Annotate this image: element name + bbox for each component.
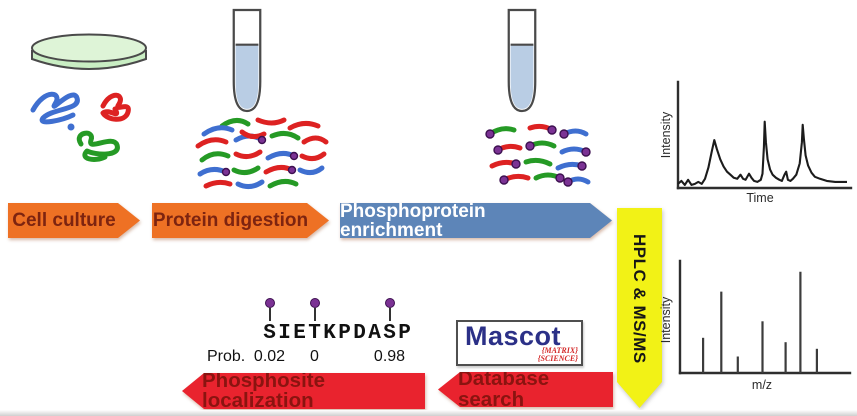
residue-cell: 0.98 S — [374, 298, 405, 368]
phospho-site-marker-icon — [264, 298, 275, 322]
residue-letter: I — [278, 322, 291, 345]
phospho-site-marker-icon — [309, 298, 320, 322]
step-label: Cell culture — [12, 210, 116, 231]
mascot-logo: Mascot {MATRIX} {SCIENCE} — [456, 320, 583, 366]
residue-cell: A — [367, 298, 382, 368]
step-label: Database search — [458, 367, 550, 411]
step-arrow-cell-culture: Cell culture — [8, 203, 140, 238]
site-probability: 0 — [310, 348, 319, 365]
residue-cell: E — [292, 298, 307, 368]
residue-letter: S — [263, 322, 276, 345]
step-label: Phosphosite localization — [202, 368, 326, 412]
residue-cell: D — [352, 298, 367, 368]
residue-cell: P — [397, 298, 412, 368]
chromatogram-trace — [677, 120, 847, 186]
site-probability: 0.02 — [253, 348, 286, 365]
residue-letter: P — [398, 322, 411, 345]
x-axis-label: m/z — [752, 378, 772, 392]
residue-letter: D — [353, 322, 366, 345]
phosphopeptides-icon — [485, 123, 591, 187]
step-arrow-phosphoprotein-enrichment: Phosphoprotein enrichment — [340, 203, 612, 238]
residue-letter: S — [383, 322, 396, 345]
mascot-logo-name: Mascot — [465, 321, 562, 351]
test-tube-icon — [507, 8, 537, 113]
page-edge — [0, 410, 857, 416]
matrix-science-mark: {MATRIX} {SCIENCE} — [537, 346, 578, 363]
petri-dish-icon — [31, 33, 147, 70]
x-axis-label: Time — [746, 191, 773, 205]
chromatogram-chart: Intensity Time — [660, 80, 853, 205]
residue-letter: A — [368, 322, 381, 345]
residue-letter: E — [293, 322, 306, 345]
step-label: Protein digestion — [152, 210, 309, 231]
step-arrow-protein-digestion: Protein digestion — [152, 203, 329, 238]
residue-letter: P — [338, 322, 351, 345]
residue-letter: T — [308, 322, 321, 345]
residue-letter: K — [323, 322, 336, 345]
residue-cell: 0.02 S — [254, 298, 285, 368]
residue-cell: I — [277, 298, 292, 368]
step-arrow-hplc-msms: HPLC & MS/MS — [617, 208, 662, 408]
peptide-fragments-icon — [195, 117, 329, 190]
step-arrow-database-search: Database search — [438, 372, 613, 407]
protein-molecules-icon — [30, 91, 131, 162]
site-probability: 0.98 — [373, 348, 406, 365]
mass-spectrum-chart: Intensity m/z — [660, 259, 852, 392]
step-label: Phosphoprotein enrichment — [340, 200, 486, 241]
step-label: HPLC & MS/MS — [630, 234, 649, 364]
y-axis-label: Intensity — [660, 296, 673, 343]
step-arrow-phosphosite-localization: Phosphosite localization — [182, 373, 425, 409]
y-axis-label: Intensity — [660, 111, 673, 158]
residue-cell: P — [337, 298, 352, 368]
probability-label: Prob. — [207, 348, 246, 365]
residue-cell: K — [322, 298, 337, 368]
phospho-site-marker-icon — [384, 298, 395, 322]
test-tube-icon — [232, 8, 262, 113]
spectrum-peaks — [701, 271, 818, 373]
